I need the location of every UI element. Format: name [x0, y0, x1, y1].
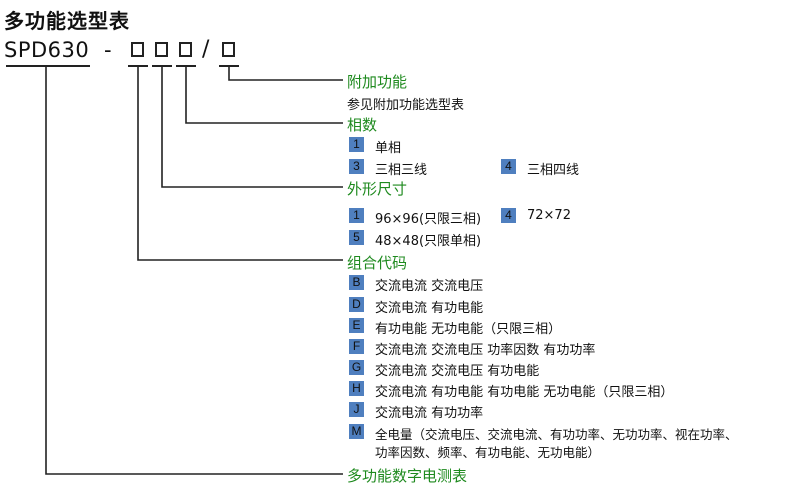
model-prefix: SPD630	[4, 38, 90, 62]
model-dash: -	[104, 38, 112, 62]
option-desc: 交流电流 交流电压	[375, 279, 484, 294]
connector-phase	[185, 67, 343, 124]
slot-size-underline	[152, 65, 172, 67]
option-desc-continued: 功率因数、频率、有功电能、无功电能）	[375, 445, 601, 460]
option-desc: 有功电能 无功电能（只限三相）	[375, 322, 562, 337]
combo-heading: 组合代码	[347, 254, 408, 272]
option-desc: 交流电流 有功电能	[375, 301, 484, 316]
page-title: 多功能选型表	[4, 9, 130, 33]
prefix-underline	[6, 65, 90, 67]
slot-phase-underline	[176, 65, 196, 67]
code-badge: 1	[349, 137, 364, 152]
option-desc: 交流电流 交流电压 功率因数 有功功率	[375, 343, 596, 358]
code-badge: G	[349, 360, 364, 375]
code-badge: H	[349, 381, 364, 396]
option-desc: 48×48(只限单相)	[375, 234, 482, 249]
connector-extra	[228, 67, 343, 81]
option-desc: 72×72	[527, 208, 571, 223]
slot-extra-box	[222, 42, 235, 57]
connector-combo	[137, 67, 343, 261]
model-slash: /	[202, 37, 210, 62]
code-badge: 1	[349, 208, 364, 223]
product-heading: 多功能数字电测表	[347, 467, 468, 485]
option-desc: 交流电流 有功功率	[375, 406, 484, 421]
connector-size	[161, 67, 343, 188]
size-heading: 外形尺寸	[347, 180, 408, 198]
extra-note: 参见附加功能选型表	[347, 98, 465, 113]
option-desc: 三相四线	[527, 163, 580, 178]
phase-heading: 相数	[347, 116, 378, 134]
code-badge: F	[349, 339, 364, 354]
slot-combo-underline	[128, 65, 148, 67]
code-badge: 3	[349, 159, 364, 174]
option-desc: 96×96(只限三相)	[375, 212, 482, 227]
option-desc: 单相	[375, 141, 402, 156]
option-desc: 三相三线	[375, 163, 428, 178]
code-badge: 4	[501, 208, 516, 223]
code-badge: 5	[349, 230, 364, 245]
slot-combo-box	[131, 42, 144, 57]
code-badge: 4	[501, 159, 516, 174]
slot-extra-underline	[219, 65, 239, 67]
code-badge: J	[349, 402, 364, 417]
extra-heading: 附加功能	[347, 73, 408, 91]
option-desc: 交流电流 交流电压 有功电能	[375, 364, 540, 379]
slot-phase-box	[179, 42, 192, 57]
option-desc: 交流电流 有功电能 有功电能 无功电能（只限三相）	[375, 385, 674, 400]
code-badge: B	[349, 275, 364, 290]
option-desc: 全电量（交流电压、交流电流、有功功率、无功功率、视在功率、	[375, 427, 738, 442]
connector-product	[45, 67, 343, 475]
code-badge: M	[349, 424, 364, 439]
code-badge: E	[349, 318, 364, 333]
code-badge: D	[349, 297, 364, 312]
slot-size-box	[155, 42, 168, 57]
